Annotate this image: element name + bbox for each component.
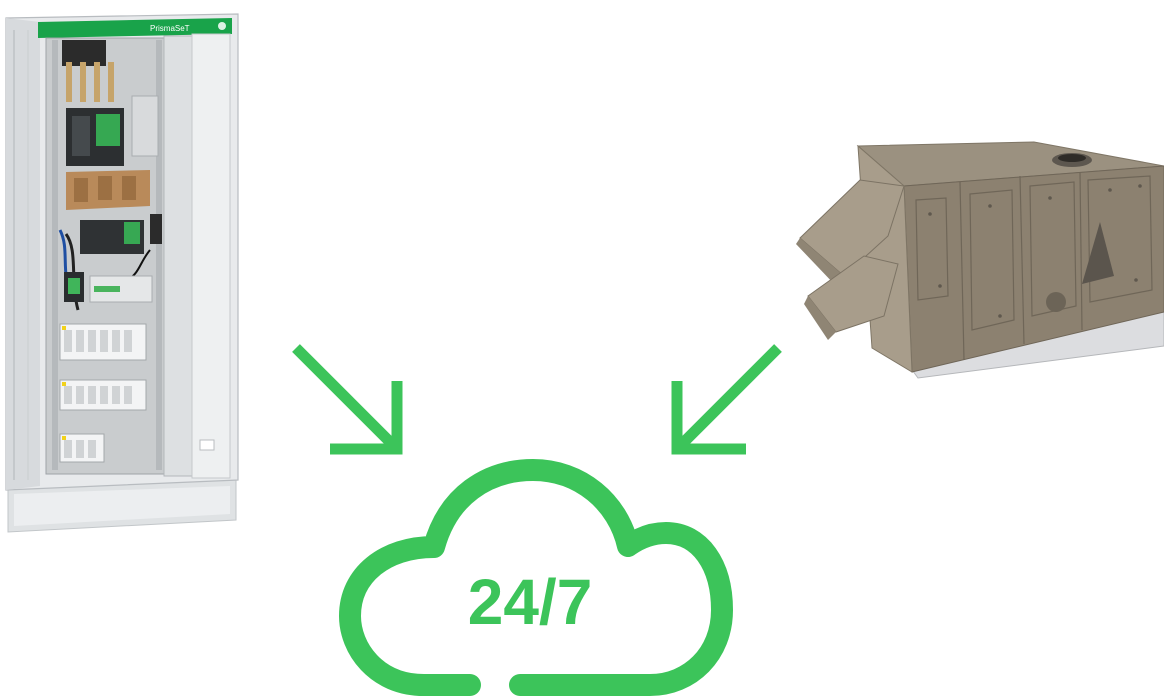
electrical-cabinet: PrismaSeT xyxy=(6,14,238,532)
arrow-down-right-icon xyxy=(296,348,397,449)
hvac-rooftop-unit xyxy=(796,142,1164,378)
arrow-down-left-icon xyxy=(677,348,778,449)
cloud-label: 24/7 xyxy=(468,566,593,638)
cabinet-brand-label: PrismaSeT xyxy=(150,24,190,33)
cloud-icon: 24/7 xyxy=(350,470,722,685)
